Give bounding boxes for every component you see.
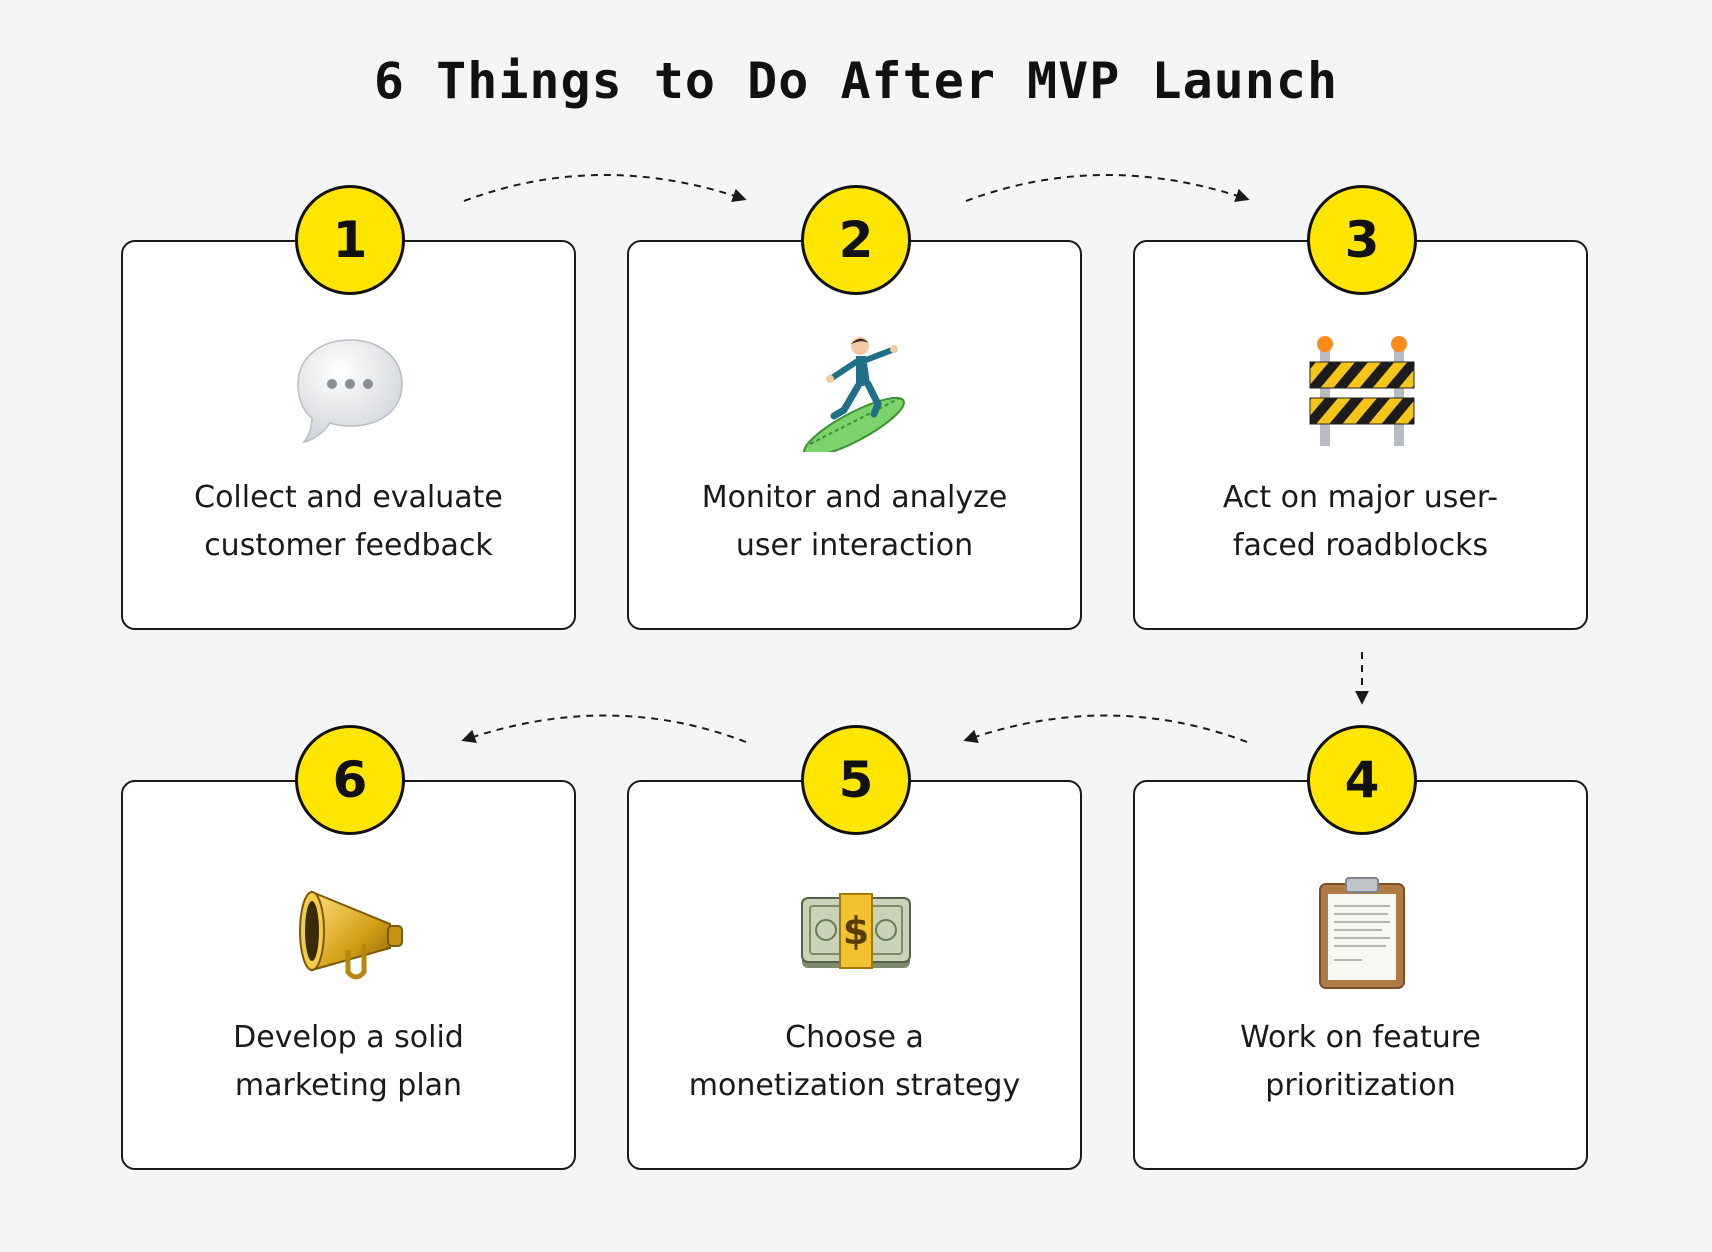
step-6-label: Develop a solid marketing plan [233, 1020, 464, 1103]
step-card-2: Monitor and analyze user interaction [627, 240, 1082, 630]
step-4-label: Work on feature prioritization [1240, 1020, 1481, 1103]
surfer-icon [796, 332, 916, 452]
megaphone-icon [290, 872, 410, 992]
step-5-badge: 5 [801, 725, 911, 835]
construction-barrier-icon [1302, 332, 1422, 452]
svg-text:$: $ [843, 909, 869, 953]
clipboard-icon [1302, 872, 1422, 992]
step-card-1: Collect and evaluate customer feedback [121, 240, 576, 630]
speech-bubble-icon [290, 332, 410, 452]
step-3-label: Act on major user- faced roadblocks [1222, 480, 1499, 563]
page-title: 6 Things to Do After MVP Launch [373, 52, 1339, 110]
arrow-1-to-2 [463, 174, 747, 203]
step-card-6: Develop a solid marketing plan [121, 780, 576, 1170]
arrow-2-to-3 [965, 174, 1250, 203]
arrow-5-to-6 [461, 714, 747, 743]
step-4-badge: 4 [1307, 725, 1417, 835]
arrow-4-to-5 [963, 714, 1248, 743]
step-card-4: Work on feature prioritization [1133, 780, 1588, 1170]
step-card-3: Act on major user- faced roadblocks [1133, 240, 1588, 630]
step-2-badge: 2 [801, 185, 911, 295]
money-banknote-icon: $ [796, 872, 916, 992]
step-3-badge: 3 [1307, 185, 1417, 295]
step-1-badge: 1 [295, 185, 405, 295]
step-6-badge: 6 [295, 725, 405, 835]
step-1-label: Collect and evaluate customer feedback [194, 480, 503, 563]
step-5-label: Choose a monetization strategy [688, 1020, 1021, 1103]
step-2-label: Monitor and analyze user interaction [701, 480, 1008, 563]
step-card-5: $ Choose a monetization strategy [627, 780, 1082, 1170]
